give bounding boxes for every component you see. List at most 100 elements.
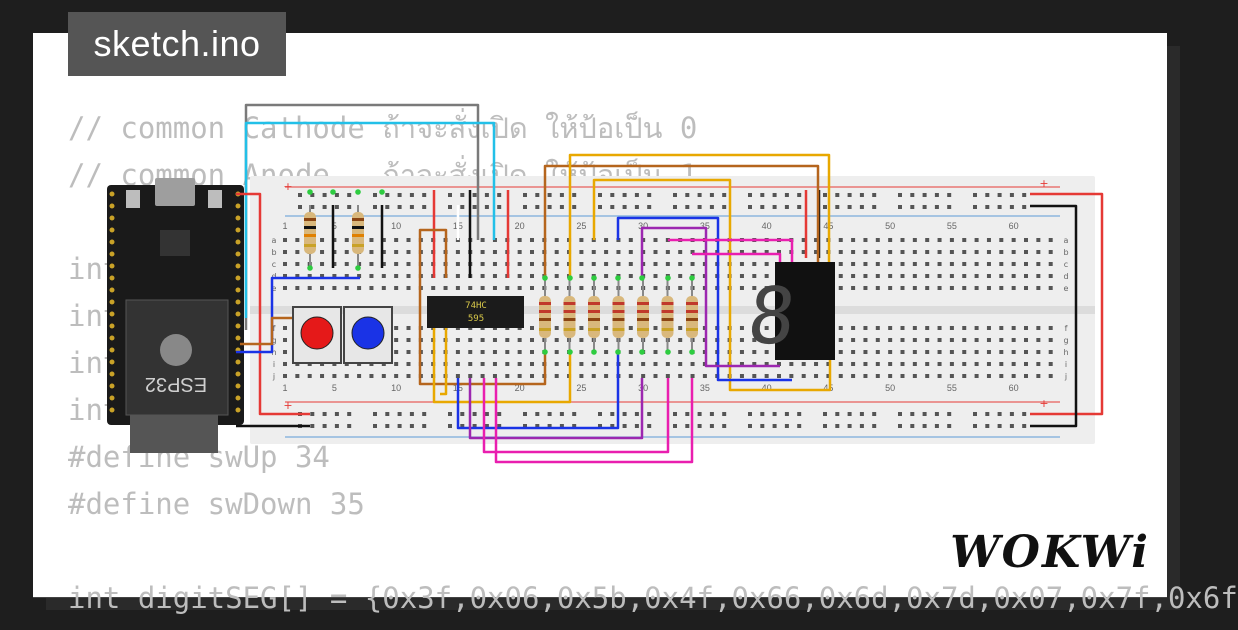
rail-hole bbox=[934, 424, 939, 428]
hole bbox=[999, 362, 1004, 366]
hole bbox=[320, 374, 325, 378]
resistor-band bbox=[539, 328, 551, 331]
hole bbox=[986, 262, 991, 266]
hole bbox=[394, 338, 399, 342]
hole bbox=[900, 262, 905, 266]
rail-hole bbox=[373, 412, 377, 416]
pin bbox=[109, 251, 115, 257]
rail-hole bbox=[709, 412, 714, 416]
hole bbox=[1024, 274, 1028, 278]
hole bbox=[369, 286, 374, 290]
hole bbox=[492, 362, 497, 366]
resistor-band bbox=[686, 318, 698, 321]
hole bbox=[1011, 362, 1016, 366]
rail-hole bbox=[760, 193, 765, 197]
hole bbox=[814, 374, 819, 378]
rail-hole bbox=[772, 412, 777, 416]
rail-hole bbox=[497, 193, 502, 197]
rail-hole bbox=[422, 424, 427, 428]
hole bbox=[406, 374, 411, 378]
connection-dot bbox=[665, 349, 671, 355]
hole bbox=[739, 326, 744, 330]
resistor-band bbox=[352, 218, 364, 221]
hole bbox=[764, 286, 769, 290]
segment-digit: 8 bbox=[743, 271, 800, 362]
column-number: 10 bbox=[391, 221, 401, 231]
rail-hole bbox=[572, 193, 577, 197]
hole bbox=[949, 374, 954, 378]
pin bbox=[235, 227, 241, 233]
hole bbox=[295, 374, 300, 378]
hole bbox=[604, 362, 609, 366]
hole bbox=[344, 274, 349, 278]
hole bbox=[752, 338, 757, 342]
wire bbox=[592, 178, 832, 392]
hole bbox=[900, 362, 905, 366]
pin bbox=[109, 323, 115, 329]
hole bbox=[1011, 374, 1016, 378]
rail-hole bbox=[985, 205, 990, 209]
pin bbox=[109, 203, 115, 209]
rail-hole bbox=[523, 205, 527, 209]
hole bbox=[492, 350, 497, 354]
file-tab[interactable]: sketch.ino bbox=[68, 12, 286, 76]
hole bbox=[863, 362, 868, 366]
resistor-band bbox=[686, 310, 698, 313]
hole bbox=[653, 350, 658, 354]
hole bbox=[752, 350, 757, 354]
rail-hole bbox=[748, 193, 752, 197]
row-letter: c bbox=[1064, 260, 1068, 269]
column-number: 35 bbox=[700, 221, 710, 231]
hole bbox=[900, 338, 905, 342]
hole bbox=[801, 362, 806, 366]
hole bbox=[962, 250, 967, 254]
hole bbox=[283, 362, 287, 366]
hole bbox=[851, 286, 856, 290]
hole bbox=[665, 238, 670, 242]
hole bbox=[974, 362, 979, 366]
hole bbox=[307, 286, 312, 290]
rail-hole bbox=[535, 424, 540, 428]
rail-hole bbox=[547, 193, 552, 197]
resistor bbox=[304, 212, 316, 254]
hole bbox=[912, 362, 917, 366]
rail-hole bbox=[559, 205, 564, 209]
resistor-band bbox=[612, 310, 625, 313]
hole bbox=[900, 350, 905, 354]
connection-dot bbox=[542, 349, 548, 355]
hole bbox=[628, 274, 633, 278]
hole bbox=[838, 238, 843, 242]
rail-hole bbox=[385, 424, 390, 428]
hole bbox=[653, 250, 658, 254]
rail-hole bbox=[572, 205, 577, 209]
pin bbox=[235, 275, 241, 281]
hole bbox=[455, 262, 460, 266]
rail-hole bbox=[610, 424, 615, 428]
hole bbox=[962, 362, 967, 366]
rail-hole bbox=[334, 424, 339, 428]
hole bbox=[838, 326, 843, 330]
hole bbox=[900, 286, 905, 290]
hole bbox=[851, 374, 856, 378]
hole bbox=[739, 250, 744, 254]
rail-hole bbox=[334, 193, 339, 197]
rail-hole bbox=[535, 205, 540, 209]
hole bbox=[888, 286, 893, 290]
rail-hole bbox=[448, 412, 452, 416]
hole bbox=[283, 374, 287, 378]
resistor-band bbox=[352, 234, 364, 237]
hole bbox=[739, 338, 744, 342]
pin bbox=[109, 359, 115, 365]
hole bbox=[937, 374, 942, 378]
hole bbox=[344, 374, 349, 378]
rail-hole bbox=[647, 424, 652, 428]
hole bbox=[1048, 286, 1053, 290]
rail-hole bbox=[922, 424, 927, 428]
wire bbox=[240, 316, 292, 346]
hole bbox=[912, 374, 917, 378]
row-letter: j bbox=[1064, 372, 1067, 381]
hole bbox=[1024, 262, 1028, 266]
en-button bbox=[208, 190, 222, 208]
hole bbox=[838, 374, 843, 378]
rail-hole bbox=[572, 424, 577, 428]
